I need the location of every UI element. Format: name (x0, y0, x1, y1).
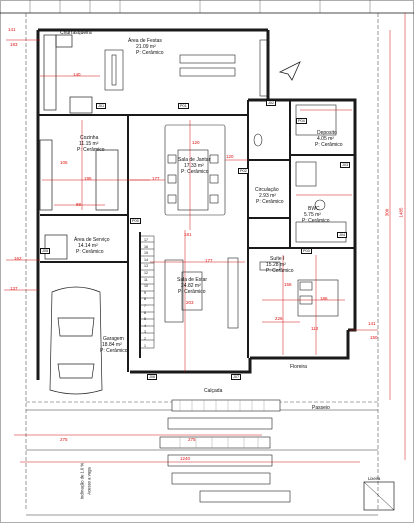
room-name-calcada: Calçada (204, 388, 223, 394)
stair-step-number: 13 (144, 264, 148, 269)
room-name-area-festas: Área de Festas (128, 38, 162, 44)
room-name-suite: Suíte I (270, 256, 285, 262)
room-floor-area-festas: P: Cerâmico (136, 50, 164, 56)
stair-step-number: 11 (144, 277, 148, 282)
dimension-120: 120 (226, 154, 234, 159)
lixeira-label: Lixeira (368, 476, 381, 481)
dimension-137: 137 (10, 286, 18, 291)
stair-step-number: 17 (144, 238, 148, 242)
door-tag-p05: P05 (130, 218, 141, 224)
room-area-sala-estar: 24.82 m² (181, 283, 201, 289)
dimension-140: 140 (73, 72, 81, 77)
door-tag-p04: P04 (296, 118, 307, 124)
stair-step-number: 14 (144, 257, 148, 262)
window-tag-j04: J04 (337, 232, 348, 238)
room-name-bwc: BWC (308, 206, 320, 212)
dimension-181: 181 (184, 232, 192, 237)
dimension-162: 162 (14, 256, 22, 261)
dimension-177b: 177 (205, 258, 213, 263)
window-tag-j03: J03 (340, 162, 351, 168)
dimension-186: 186 (320, 296, 328, 301)
window-tag-j01: J01 (96, 103, 107, 109)
room-name-area-servico: Área de Serviço (74, 237, 110, 243)
door-tag-p02: P02 (238, 168, 249, 174)
dimension-177a: 177 (152, 176, 160, 181)
stair-step-number: 3 (144, 330, 146, 335)
dimension-275b: 275 (188, 437, 196, 442)
stair-step-number: 1 (144, 343, 146, 348)
stair-step-number: 5 (144, 317, 146, 322)
stair-step-number: 9 (144, 290, 146, 295)
room-floor-sala-estar: P: Cerâmico (178, 289, 206, 295)
stair-step-number: 6 (144, 310, 146, 315)
window-tag-j05: J05 (40, 248, 51, 254)
dimension-120b: 120 (192, 140, 200, 145)
access-annotation: Acesso a vaga (86, 467, 92, 495)
dimension-141-right: 141 (368, 321, 376, 326)
dimension-275a: 275 (60, 437, 68, 442)
window-tag-j02: J02 (266, 100, 277, 106)
room-name-circulacao: Circulação (255, 187, 279, 193)
room-area-cozinha: 11.15 m² (79, 141, 99, 147)
room-name-floreira: Floreira (290, 364, 307, 370)
room-floor-suite: P: Cerâmico (266, 268, 294, 274)
stair-step-number: 4 (144, 323, 146, 328)
stair-step-number: 7 (144, 304, 146, 308)
room-area-garagem: 18.84 m² (102, 342, 122, 348)
room-floor-circulacao: P: Cerâmico (256, 199, 284, 205)
stair-step-number: 12 (144, 271, 148, 275)
passeio-label: Passeio (312, 405, 330, 411)
room-floor-garagem: P: Cerâmico (100, 348, 128, 354)
dimension-105: 105 (60, 160, 68, 165)
room-floor-cozinha: P: Cerâmico (77, 147, 105, 153)
room-name-sala-estar: Sala de Estar (177, 277, 208, 283)
room-area-suite: 15.28 m² (266, 262, 286, 268)
stair-step-number: 10 (144, 284, 148, 289)
stair-step-number: 16 (144, 244, 148, 249)
room-area-area-festas: 21.09 m² (136, 44, 156, 50)
dimension-203: 203 (186, 300, 194, 305)
dimension-183: 183 (10, 42, 18, 47)
room-floor-deposito: P: Cerâmico (315, 142, 343, 148)
dimension-1485: 1485 (398, 207, 404, 218)
room-floor-bwc: P: Cerâmico (302, 218, 330, 224)
dimension-1240: 1240 (180, 456, 191, 461)
door-tag-p01: P01 (178, 103, 189, 109)
room-floor-area-servico: P: Cerâmico (76, 249, 104, 255)
window-tag-j06: J06 (147, 374, 158, 380)
dimension-226: 226 (275, 316, 283, 321)
room-name-churrasqueira: Churrasqueira (60, 30, 92, 36)
window-tag-j07: J07 (231, 374, 242, 380)
dimension-300: 300 (384, 208, 390, 217)
room-name-cozinha: Cozinha (80, 135, 99, 141)
room-area-area-servico: 14.14 m² (78, 243, 98, 249)
room-name-deposito: Deposito (317, 130, 337, 136)
room-area-circulacao: 2.93 m² (259, 193, 276, 199)
dimension-88: 88 (76, 202, 82, 207)
dimension-113: 113 (311, 326, 319, 331)
room-area-deposito: 4.05 m² (317, 136, 334, 142)
room-area-bwc: 5.75 m² (304, 212, 321, 218)
stair-step-number: 8 (144, 297, 146, 302)
door-tag-p03: P03 (301, 248, 312, 254)
dimension-150: 150 (370, 335, 378, 340)
room-floor-sala-jantar: P: Cerâmico (181, 169, 209, 175)
room-name-garagem: Garagem (103, 336, 124, 342)
room-area-sala-jantar: 17.33 m² (184, 163, 204, 169)
stair-step-number: 15 (144, 251, 148, 256)
dimension-141-top: 141 (8, 27, 16, 32)
stair-step-number: 2 (144, 337, 146, 341)
dimension-195: 195 (84, 176, 92, 181)
dimension-158: 158 (284, 282, 292, 287)
slope-annotation: Inclinação de 1.6 % (79, 462, 85, 500)
room-name-sala-jantar: Sala de Jantar (178, 157, 211, 163)
